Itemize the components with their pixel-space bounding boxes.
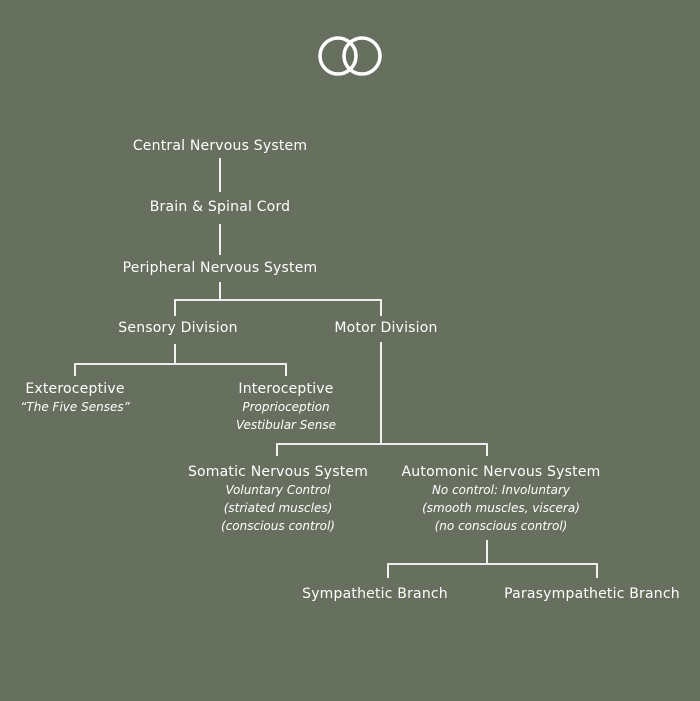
node-title: Sympathetic Branch	[302, 586, 448, 602]
node-subtitle: No control: Involuntary	[431, 483, 571, 497]
node-sympathetic-branch: Sympathetic Branch	[295, 585, 455, 603]
node-title: Somatic Nervous System	[187, 464, 369, 480]
node-central-nervous-system: Central Nervous System	[118, 137, 322, 155]
node-title: Peripheral Nervous System	[122, 260, 318, 276]
node-subtitle: (striated muscles)	[223, 501, 333, 515]
node-subtitle: Voluntary Control	[225, 483, 331, 497]
node-subtitle: Vestibular Sense	[235, 418, 337, 432]
node-exteroceptive: Exteroceptive “The Five Senses”	[10, 380, 140, 416]
node-parasympathetic-branch: Parasympathetic Branch	[500, 585, 684, 603]
node-title: Sensory Division	[118, 320, 238, 336]
node-title: Interoceptive	[238, 381, 334, 397]
node-subtitle: (no conscious control)	[434, 519, 568, 533]
node-sensory-division: Sensory Division	[100, 319, 256, 337]
node-title: Parasympathetic Branch	[504, 586, 680, 602]
node-subtitle: (conscious control)	[221, 519, 335, 533]
node-autonomic-nervous-system: Automonic Nervous System No control: Inv…	[390, 463, 612, 535]
node-subtitle: “The Five Senses”	[20, 400, 130, 414]
node-brain-spinal-cord: Brain & Spinal Cord	[138, 198, 302, 216]
connector-motor-branches	[276, 443, 488, 456]
node-title: Motor Division	[334, 320, 438, 336]
node-title: Brain & Spinal Cord	[149, 199, 291, 215]
node-title: Automonic Nervous System	[401, 464, 601, 480]
node-title: Exteroceptive	[25, 381, 125, 397]
node-title: Central Nervous System	[132, 138, 308, 154]
node-motor-division: Motor Division	[318, 319, 454, 337]
node-somatic-nervous-system: Somatic Nervous System Voluntary Control…	[178, 463, 378, 535]
connector-pns-branches	[174, 299, 382, 316]
connector-autonomic-branches	[387, 563, 598, 578]
interlocking-rings-icon	[318, 36, 382, 76]
node-peripheral-nervous-system: Peripheral Nervous System	[108, 259, 332, 277]
node-interoceptive: Interoceptive Proprioception Vestibular …	[222, 380, 350, 434]
connector-sensory-branches	[74, 363, 287, 376]
node-subtitle: Proprioception	[242, 400, 330, 414]
node-subtitle: (smooth muscles, viscera)	[422, 501, 580, 515]
